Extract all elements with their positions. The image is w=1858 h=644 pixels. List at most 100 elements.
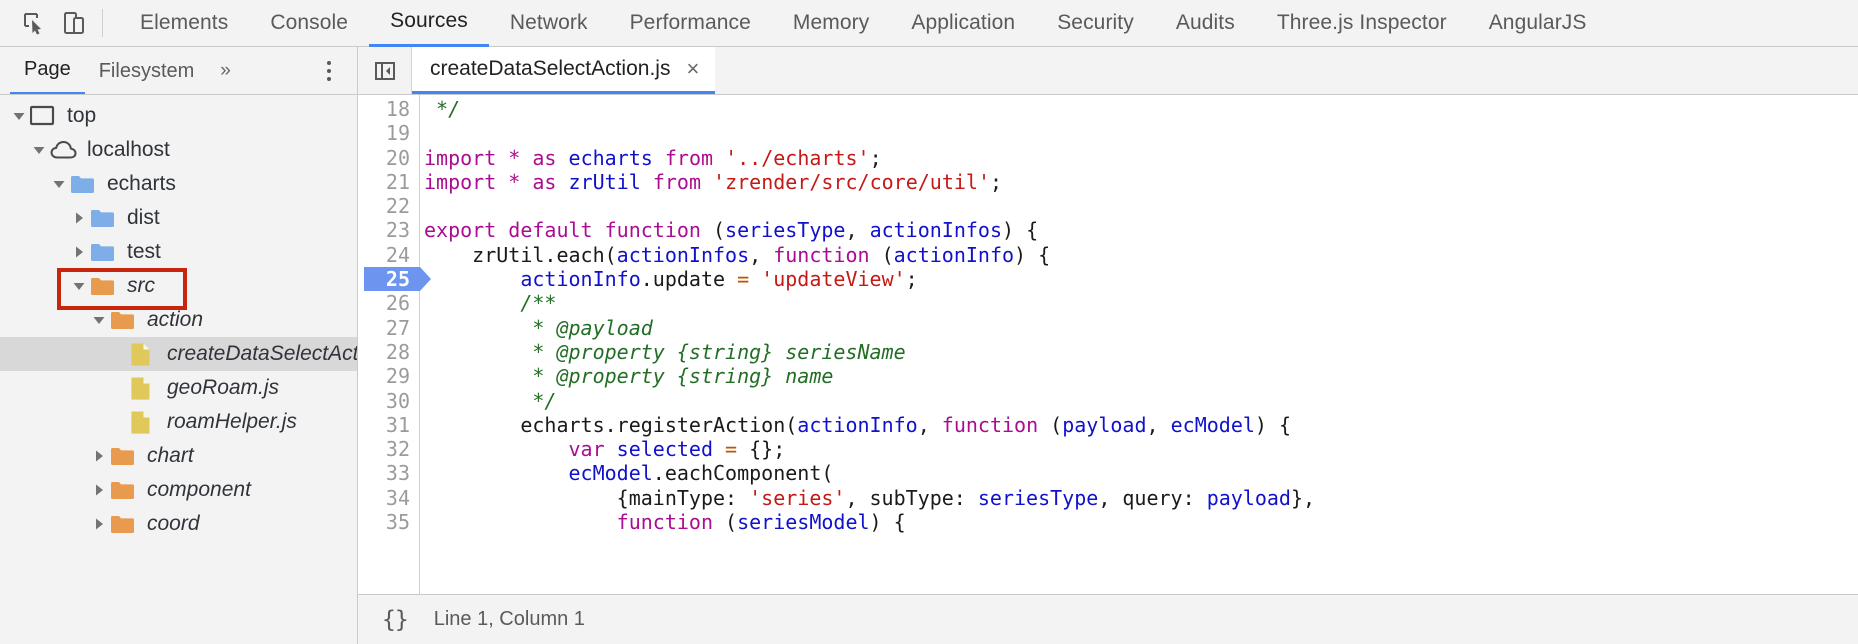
tree-item-coord[interactable]: coord	[0, 507, 357, 541]
code-content[interactable]: */ import * as echarts from '../echarts'…	[420, 95, 1858, 594]
tree-item-roamhelper-js[interactable]: roamHelper.js	[0, 405, 357, 439]
tab-security[interactable]: Security	[1057, 11, 1134, 34]
code-token-com: * @property {string} name	[424, 364, 834, 389]
tab-audits[interactable]: Audits	[1175, 11, 1235, 34]
code-line[interactable]: * @property {string} seriesName	[424, 340, 1858, 364]
editor-tab-createdataselectaction[interactable]: createDataSelectAction.js ×	[412, 47, 716, 94]
close-icon[interactable]: ×	[686, 56, 700, 81]
line-number[interactable]: 18	[385, 97, 410, 121]
code-line[interactable]: zrUtil.each(actionInfos, function (actio…	[424, 243, 1858, 267]
nav-more-tabs-icon[interactable]: »	[220, 60, 231, 81]
device-toolbar-icon[interactable]	[54, 3, 94, 43]
code-line[interactable]: * @payload	[424, 316, 1858, 340]
chevron-down-icon[interactable]	[68, 279, 90, 293]
pretty-print-icon[interactable]: {}	[382, 606, 409, 633]
code-token-pln: (	[712, 510, 738, 535]
code-token-pln: (	[1038, 412, 1063, 437]
code-line[interactable]: function (seriesModel) {	[424, 510, 1858, 534]
tree-item-test[interactable]: test	[0, 235, 357, 269]
code-token-id: actionInfos	[616, 242, 750, 267]
nav-tab-page[interactable]: Page	[10, 48, 85, 95]
line-number[interactable]: 23	[385, 218, 410, 243]
chevron-down-icon[interactable]	[88, 313, 110, 327]
line-number[interactable]: 19	[385, 121, 410, 146]
code-token-kw: function	[616, 510, 713, 535]
code-line[interactable]: {mainType: 'series', subType: seriesType…	[424, 486, 1858, 510]
tab-sources[interactable]: Sources	[369, 0, 489, 47]
code-token-id: echarts	[568, 145, 653, 170]
folder-orange-icon	[110, 308, 138, 332]
more-options-icon[interactable]	[319, 58, 339, 84]
code-line[interactable]: ecModel.eachComponent(	[424, 461, 1858, 485]
code-line[interactable]: actionInfo.update = 'updateView';	[424, 267, 1858, 291]
code-token-pln: ) {	[869, 510, 906, 535]
code-line[interactable]: echarts.registerAction(actionInfo, funct…	[424, 413, 1858, 437]
chevron-down-icon[interactable]	[48, 177, 70, 191]
tab-network[interactable]: Network	[509, 11, 588, 34]
line-number[interactable]: 31	[385, 412, 410, 437]
tree-item-top[interactable]: top	[0, 99, 357, 133]
line-number[interactable]: 22	[385, 194, 410, 219]
code-line[interactable]	[424, 194, 1858, 218]
line-number[interactable]: 34	[385, 485, 410, 510]
line-number[interactable]: 33	[385, 461, 410, 486]
chevron-right-icon[interactable]	[88, 483, 110, 497]
inspect-cursor-icon[interactable]	[14, 3, 54, 43]
tree-item-src[interactable]: src	[0, 268, 357, 310]
line-number[interactable]: 35	[385, 510, 410, 535]
code-line[interactable]: var selected = {};	[424, 437, 1858, 461]
line-number-execution[interactable]: 25	[358, 267, 431, 292]
chevron-right-icon[interactable]	[88, 449, 110, 463]
tab-memory[interactable]: Memory	[792, 11, 870, 34]
code-line[interactable]: export default function (seriesType, act…	[424, 218, 1858, 242]
chevron-right-icon[interactable]	[68, 211, 90, 225]
code-line[interactable]: import * as echarts from '../echarts';	[424, 146, 1858, 170]
tree-item-component[interactable]: component	[0, 473, 357, 507]
tab-application[interactable]: Application	[911, 11, 1016, 34]
tree-item-chart[interactable]: chart	[0, 439, 357, 473]
tree-item-georoam-js[interactable]: geoRoam.js	[0, 371, 357, 405]
tree-item-dist[interactable]: dist	[0, 201, 357, 235]
code-line[interactable]	[424, 121, 1858, 145]
line-number[interactable]: 28	[385, 339, 410, 364]
nav-tab-filesystem[interactable]: Filesystem	[98, 59, 195, 82]
line-number[interactable]: 24	[385, 242, 410, 267]
tab-angularjs[interactable]: AngularJS	[1488, 11, 1587, 34]
code-token-pln: ;	[869, 145, 882, 170]
tab-console[interactable]: Console	[270, 11, 349, 34]
line-number[interactable]: 29	[385, 364, 410, 389]
code-line[interactable]: import * as zrUtil from 'zrender/src/cor…	[424, 170, 1858, 194]
chevron-down-icon[interactable]	[28, 143, 50, 157]
tab-performance[interactable]: Performance	[629, 11, 751, 34]
collapse-sidebar-icon[interactable]	[358, 47, 412, 94]
code-token-pln	[496, 146, 508, 170]
tree-item-echarts[interactable]: echarts	[0, 167, 357, 201]
line-number[interactable]: 27	[385, 315, 410, 340]
chevron-right-icon[interactable]	[68, 245, 90, 259]
code-line[interactable]: * @property {string} name	[424, 364, 1858, 388]
code-token-pln	[556, 146, 568, 170]
chevron-down-icon[interactable]	[8, 109, 30, 123]
code-line[interactable]: */	[424, 97, 1858, 121]
line-number[interactable]: 26	[385, 291, 410, 316]
tab-elements[interactable]: Elements	[140, 11, 229, 34]
code-token-pln: (	[700, 218, 726, 243]
tree-item-label: action	[147, 308, 204, 331]
chevron-right-icon[interactable]	[88, 517, 110, 531]
tree-item-createdataselectaction-js[interactable]: createDataSelectAction.js	[0, 337, 357, 371]
folder-blue-icon	[70, 172, 98, 196]
tab-threejs-inspector[interactable]: Three.js Inspector	[1276, 11, 1447, 34]
tree-item-localhost[interactable]: localhost	[0, 133, 357, 167]
line-number[interactable]: 21	[385, 169, 410, 194]
file-js-icon	[130, 376, 158, 400]
code-token-kw: from	[664, 145, 714, 170]
line-number[interactable]: 32	[385, 437, 410, 462]
code-token-com: * @property {string} seriesName	[424, 339, 906, 364]
line-number[interactable]: 30	[385, 388, 410, 413]
code-line[interactable]: /**	[424, 291, 1858, 315]
line-number[interactable]: 20	[385, 145, 410, 170]
code-line[interactable]: */	[424, 389, 1858, 413]
tree-item-action[interactable]: action	[0, 303, 357, 337]
